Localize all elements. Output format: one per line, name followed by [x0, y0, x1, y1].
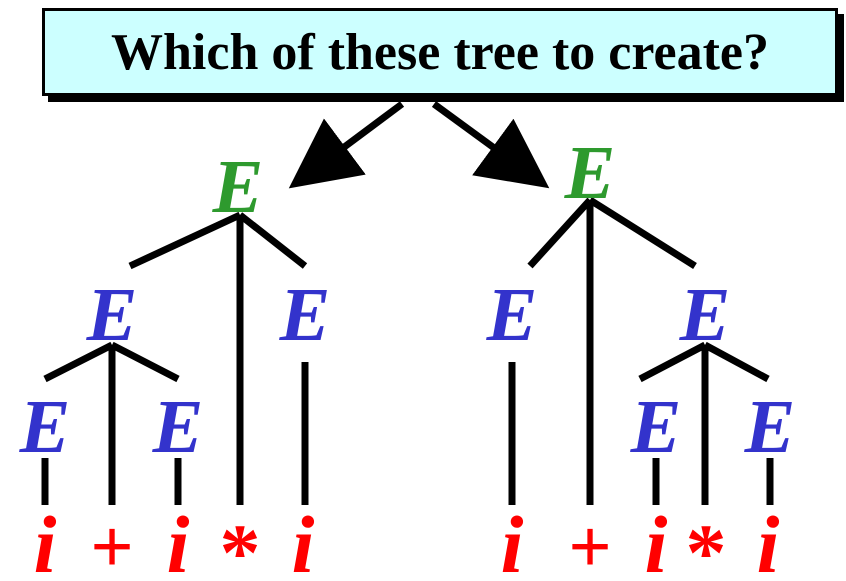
right-child-left-node: E — [486, 273, 538, 357]
left-grandchild-2-node: E — [152, 385, 204, 469]
left-token-4: * — [220, 507, 261, 581]
left-child-right-node: E — [279, 273, 331, 357]
right-root-node: E — [564, 131, 616, 215]
left-tree-edges — [41, 211, 309, 505]
arrow-to-right-tree — [431, 101, 550, 189]
right-grandchild-2-node: E — [744, 385, 796, 469]
left-edge-child-right — [110, 341, 180, 383]
left-token-1: i — [34, 499, 57, 581]
question-text: Which of these tree to create? — [111, 23, 769, 81]
left-edge-root-right — [237, 212, 308, 269]
left-token-2: + — [90, 505, 133, 581]
right-token-1: i — [501, 499, 524, 581]
left-child-left-node: E — [86, 273, 138, 357]
right-edge-child-left — [638, 341, 707, 383]
question-box: Which of these tree to create? — [42, 8, 838, 96]
right-token-2: + — [568, 505, 611, 581]
right-edge-root-left — [527, 197, 593, 269]
left-root-node: E — [212, 145, 264, 229]
right-tree-edges — [508, 197, 774, 505]
left-edge-child-left — [43, 341, 114, 383]
right-edge-root-right — [588, 197, 697, 269]
right-child-right-node: E — [679, 273, 731, 357]
arrow-to-left-tree — [288, 101, 405, 189]
left-token-3: i — [167, 499, 190, 581]
left-token-5: i — [292, 499, 315, 581]
left-edge-root-left — [128, 211, 242, 270]
left-grandchild-1-node: E — [19, 385, 71, 469]
right-grandchild-1-node: E — [630, 385, 682, 469]
right-token-3: i — [645, 499, 668, 581]
right-token-5: i — [757, 499, 780, 581]
right-token-4: * — [686, 507, 727, 581]
right-edge-child-right — [703, 341, 770, 383]
